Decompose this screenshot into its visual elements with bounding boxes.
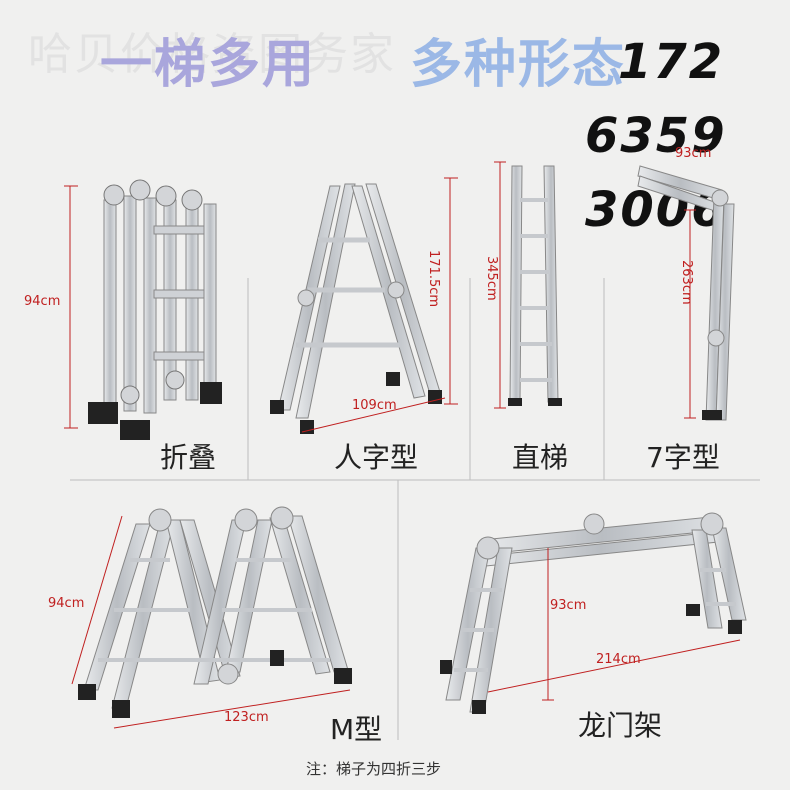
panel-dividers xyxy=(70,278,760,740)
headline-secondary: 多种形态 xyxy=(410,35,627,95)
seven-top-label: 93cm xyxy=(675,146,712,161)
a-frame-dimensions xyxy=(301,177,458,433)
straight-label: 直梯 xyxy=(512,441,569,474)
folded-ladder-drawing xyxy=(88,179,222,440)
folded-height-dimension xyxy=(64,185,78,429)
gantry-ladder-drawing xyxy=(440,512,747,714)
straight-height-label: 345cm xyxy=(484,256,499,301)
gantry-dimensions xyxy=(487,548,741,701)
seven-dimensions xyxy=(684,209,696,419)
folded-height-label: 94cm xyxy=(24,294,61,309)
m-shape-label: M型 xyxy=(330,713,383,746)
gantry-label: 龙门架 xyxy=(578,709,663,742)
m-shape-ladder-drawing xyxy=(78,506,352,718)
a-frame-width-label: 109cm xyxy=(352,398,397,413)
straight-ladder-drawing xyxy=(508,165,562,406)
m-shape-dimensions xyxy=(71,515,351,729)
code-line-1: 172 xyxy=(618,34,725,90)
seven-height-label: 263cm xyxy=(679,260,694,305)
footnote: 注：梯子为四折三步 xyxy=(306,760,442,778)
m-shape-height-label: 94cm xyxy=(48,596,85,611)
gantry-height-label: 93cm xyxy=(550,598,587,613)
seven-shape-ladder-drawing xyxy=(637,165,735,421)
code-line-2: 6359 xyxy=(585,108,727,164)
m-shape-width-label: 123cm xyxy=(224,710,269,725)
gantry-width-label: 214cm xyxy=(596,652,641,667)
a-frame-height-label: 171.5cm xyxy=(426,250,441,308)
watermark-text: 哈贝价格资图务家 xyxy=(28,29,396,80)
a-frame-ladder-drawing xyxy=(270,183,442,434)
folded-label: 折叠 xyxy=(160,441,217,474)
a-frame-label: 人字型 xyxy=(334,441,419,474)
headline-primary: 一梯多用 xyxy=(100,35,317,95)
seven-label: 7字型 xyxy=(646,441,720,474)
straight-height-dimension xyxy=(494,161,506,409)
